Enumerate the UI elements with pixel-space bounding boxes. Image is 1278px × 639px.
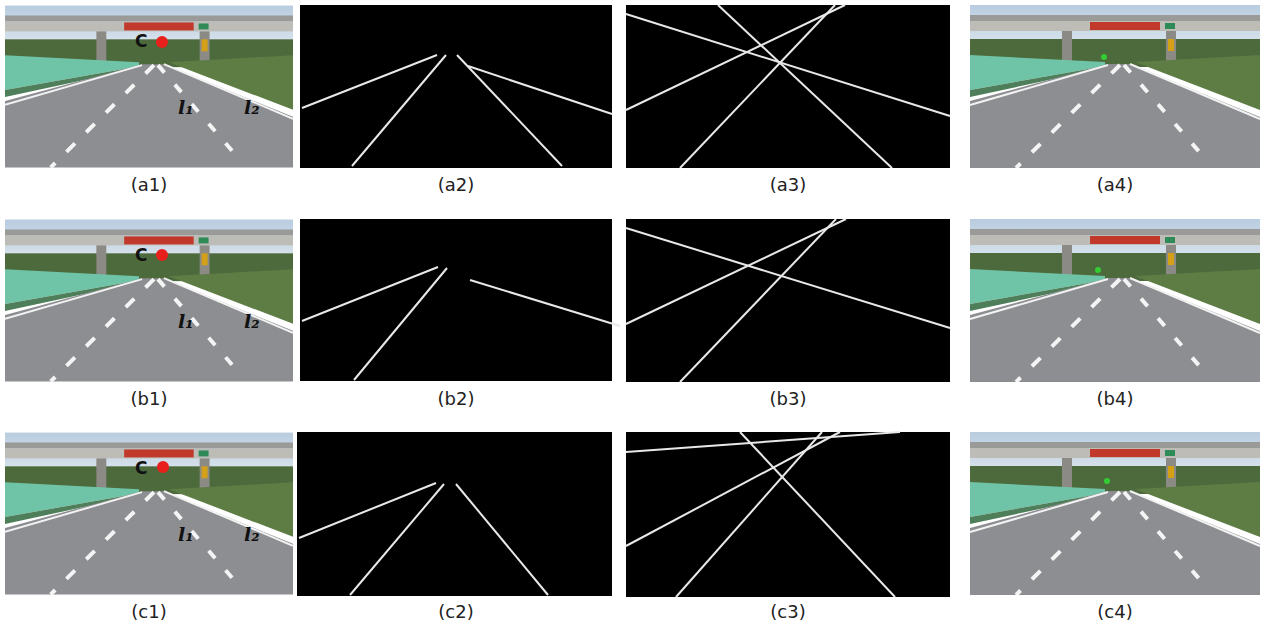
line-label: l₁ bbox=[178, 312, 194, 331]
line-label: l₁ bbox=[178, 525, 194, 544]
panel-caption: (c1) bbox=[131, 603, 166, 621]
panel-caption: (b4) bbox=[1097, 390, 1134, 408]
line-label: l₂ bbox=[244, 525, 260, 544]
line-label: l₂ bbox=[244, 312, 260, 331]
panel-caption: (a1) bbox=[131, 176, 168, 194]
panel-caption: (a2) bbox=[438, 176, 475, 194]
point-label: C bbox=[135, 247, 147, 264]
panel-caption: (c4) bbox=[1097, 603, 1132, 621]
panel-caption: (c2) bbox=[438, 603, 473, 621]
panel-caption: (b2) bbox=[438, 390, 475, 408]
point-label: C bbox=[135, 33, 147, 50]
point-label: C bbox=[135, 460, 147, 477]
panel-caption: (a3) bbox=[770, 176, 807, 194]
panel-caption: (c3) bbox=[770, 603, 805, 621]
panel-caption: (b3) bbox=[770, 390, 807, 408]
panel-caption: (a4) bbox=[1097, 176, 1134, 194]
line-label: l₂ bbox=[244, 98, 260, 117]
line-label: l₁ bbox=[178, 98, 194, 117]
panel-caption: (b1) bbox=[131, 390, 168, 408]
